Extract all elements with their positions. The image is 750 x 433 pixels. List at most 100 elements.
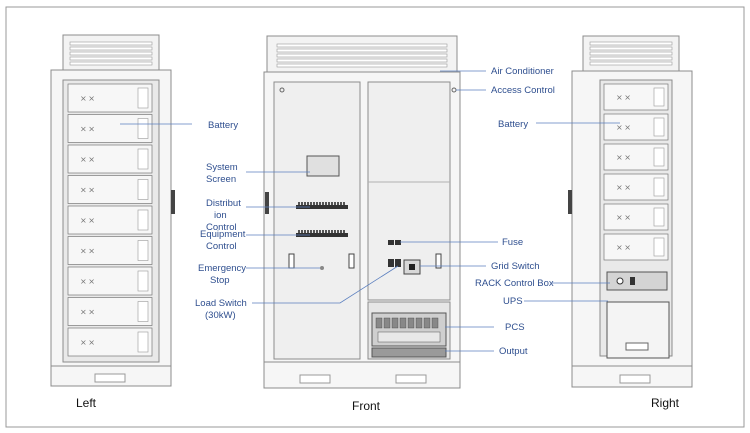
pcs-component <box>399 317 407 329</box>
rail-terminal <box>328 202 330 205</box>
battery-module-mark: × × <box>616 123 631 132</box>
label-load-switch-2: (30kW) <box>205 310 236 321</box>
rail-terminal <box>316 202 318 205</box>
rail-terminal <box>304 202 306 205</box>
pcs-display-strip <box>377 331 441 343</box>
louver-slat <box>589 41 673 46</box>
battery-module-mark: × × <box>616 213 631 222</box>
right-base-vent <box>619 374 651 384</box>
battery-module-mark: × × <box>80 186 95 195</box>
emergency-stop-button <box>320 266 324 270</box>
louver-slat <box>69 61 153 66</box>
system-screen <box>306 155 340 177</box>
grid-breaker-2 <box>395 259 401 267</box>
leader-load-switch <box>252 265 399 304</box>
label-system-screen-1: System <box>206 162 238 173</box>
grid-switch-knob <box>409 264 415 270</box>
louver-slat <box>276 58 448 63</box>
pcs-component <box>431 317 439 329</box>
caption-right: Right <box>651 396 680 410</box>
battery-module-handle <box>137 270 149 292</box>
label-air-conditioner: Air Conditioner <box>491 66 554 77</box>
rail-terminal <box>340 230 342 233</box>
rail-terminal <box>334 230 336 233</box>
label-emergency-1: Emergency <box>198 263 246 274</box>
left-cabinet: × ×× ×× ×× ×× ×× ×× ×× ×× × <box>50 34 175 387</box>
rack-control-indicator <box>630 277 635 285</box>
leader-lines <box>120 70 620 352</box>
battery-module-handle <box>653 177 665 197</box>
rail-terminal <box>340 202 342 205</box>
pcs-component <box>415 317 423 329</box>
right-cabinet: × ×× ×× ×× ×× ×× × <box>568 35 693 388</box>
battery-module-handle <box>137 179 149 200</box>
rail-terminal <box>298 230 300 233</box>
battery-module-handle <box>653 147 665 167</box>
rack-control-switch <box>616 277 624 285</box>
louver-slat <box>276 48 448 53</box>
label-ups: UPS <box>503 296 523 307</box>
rail-terminal <box>331 230 333 233</box>
front-screw-1 <box>279 87 285 93</box>
rail-terminal <box>319 230 321 233</box>
battery-module-handle <box>137 209 149 231</box>
louver-slat <box>276 53 448 58</box>
louver-slat <box>589 51 673 56</box>
louver-slat <box>589 46 673 51</box>
battery-module-handle <box>137 87 149 109</box>
door-handle-mid <box>348 253 355 269</box>
front-left-door <box>273 81 361 360</box>
right-handle <box>568 190 572 214</box>
label-equipment-2: Control <box>206 241 237 252</box>
callout-labels: Battery System Screen Distribut ion Cont… <box>195 66 555 357</box>
grid-breaker-1 <box>388 259 394 267</box>
rail-terminal <box>331 202 333 205</box>
rail-terminal <box>316 230 318 233</box>
rail-terminal <box>310 202 312 205</box>
rail-terminal <box>298 202 300 205</box>
label-distribution-2: ion <box>214 210 227 221</box>
door-handle-left <box>288 253 295 269</box>
rail-terminal <box>343 230 345 233</box>
front-base-vent-2 <box>395 374 427 384</box>
battery-module-mark: × × <box>80 338 95 347</box>
rail-terminal <box>307 202 309 205</box>
battery-module-handle <box>137 148 149 170</box>
rail-terminal <box>319 202 321 205</box>
rail-terminal <box>307 230 309 233</box>
pcs-component <box>375 317 383 329</box>
label-fuse: Fuse <box>502 237 523 248</box>
rail-terminal <box>301 230 303 233</box>
caption-left: Left <box>76 396 97 410</box>
pcs-component <box>407 317 415 329</box>
battery-module-handle <box>653 87 665 107</box>
label-emergency-2: Stop <box>210 275 230 286</box>
label-equipment-1: Equipment <box>200 229 246 240</box>
louver-slat <box>276 63 448 68</box>
battery-module-handle <box>137 240 149 261</box>
label-pcs: PCS <box>505 322 525 333</box>
rack-control-box <box>606 271 668 291</box>
battery-module-mark: × × <box>80 94 95 103</box>
pcs-component <box>391 317 399 329</box>
rail-terminal <box>313 230 315 233</box>
battery-module-handle <box>137 118 149 139</box>
battery-module-mark: × × <box>80 247 95 256</box>
battery-module-mark: × × <box>616 243 631 252</box>
caption-front: Front <box>352 399 381 413</box>
front-side-handle <box>265 192 269 214</box>
louver-slat <box>589 56 673 61</box>
battery-module-handle <box>137 331 149 353</box>
battery-module-mark: × × <box>616 183 631 192</box>
label-distribution-1: Distribut <box>206 198 241 209</box>
rail-terminal <box>322 202 324 205</box>
rail-terminal <box>328 230 330 233</box>
output-terminals <box>371 347 447 358</box>
rail-terminal <box>304 230 306 233</box>
label-output: Output <box>499 346 528 357</box>
battery-module-mark: × × <box>616 153 631 162</box>
label-battery-left: Battery <box>208 120 238 131</box>
fuse-2 <box>395 240 401 245</box>
